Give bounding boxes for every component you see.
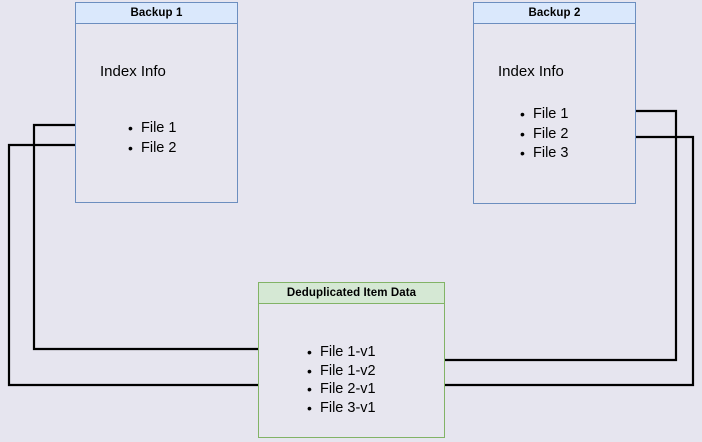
backup-2-body: Index Info File 1 File 2 File 3 xyxy=(474,24,635,203)
backup-2-box[interactable]: Backup 2 Index Info File 1 File 2 File 3 xyxy=(473,2,636,204)
backup-1-file-list: File 1 File 2 xyxy=(128,119,176,158)
backup-2-file-list: File 1 File 2 File 3 xyxy=(520,105,568,164)
deduplicated-item-data-title: Deduplicated Item Data xyxy=(259,283,444,304)
list-item[interactable]: File 1-v1 xyxy=(307,343,376,362)
backup-1-body: Index Info File 1 File 2 xyxy=(76,24,237,202)
list-item[interactable]: File 1-v2 xyxy=(307,362,376,381)
list-item[interactable]: File 2-v1 xyxy=(307,380,376,399)
list-item[interactable]: File 2 xyxy=(128,139,176,159)
backup-1-title: Backup 1 xyxy=(76,3,237,24)
list-item[interactable]: File 3 xyxy=(520,144,568,164)
backup-2-index-label: Index Info xyxy=(498,63,564,80)
list-item[interactable]: File 1 xyxy=(128,119,176,139)
backup-1-index-label: Index Info xyxy=(100,63,166,80)
backup-2-title: Backup 2 xyxy=(474,3,635,24)
dedup-file-list: File 1-v1 File 1-v2 File 2-v1 File 3-v1 xyxy=(307,343,376,417)
backup-1-box[interactable]: Backup 1 Index Info File 1 File 2 xyxy=(75,2,238,203)
deduplicated-item-data-body: File 1-v1 File 1-v2 File 2-v1 File 3-v1 xyxy=(259,304,444,437)
deduplicated-item-data-box[interactable]: Deduplicated Item Data File 1-v1 File 1-… xyxy=(258,282,445,438)
list-item[interactable]: File 3-v1 xyxy=(307,399,376,418)
list-item[interactable]: File 1 xyxy=(520,105,568,125)
list-item[interactable]: File 2 xyxy=(520,125,568,145)
